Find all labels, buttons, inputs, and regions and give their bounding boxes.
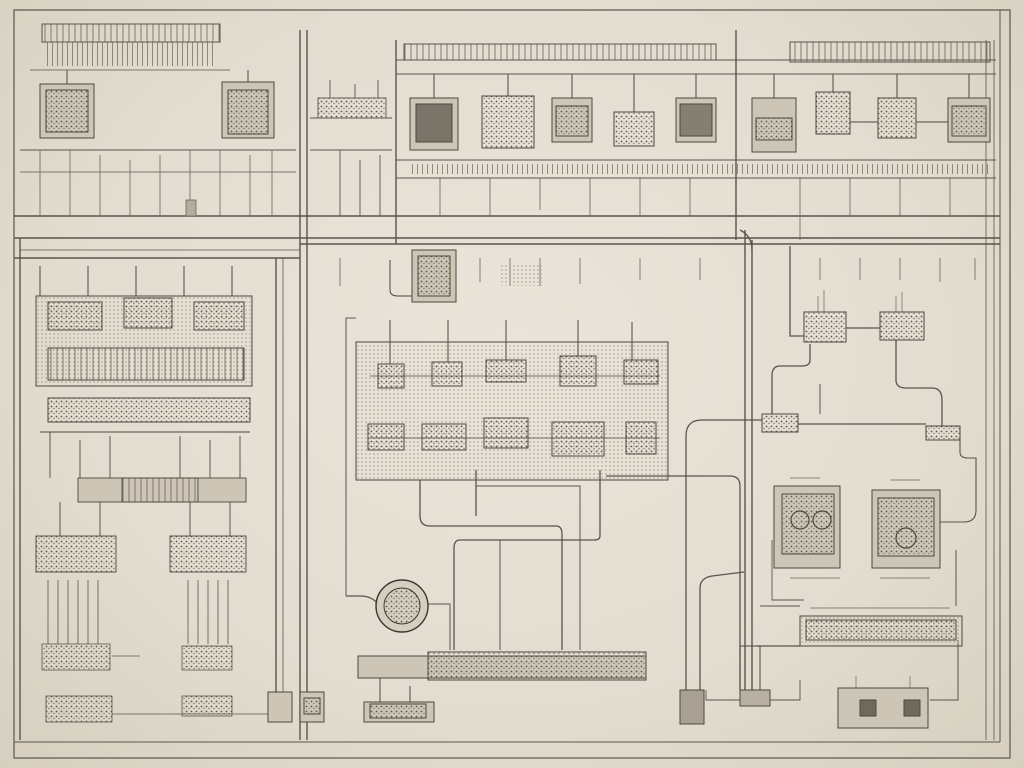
right-tick-marks — [790, 290, 950, 688]
top-bus-bars — [403, 41, 991, 174]
upper-relay — [317, 80, 387, 216]
top-left-terminal-strip — [30, 23, 230, 71]
dial-gauge — [375, 579, 429, 633]
junction-box — [389, 249, 457, 303]
upper-feeders — [439, 178, 951, 240]
left-bottom-columns — [41, 580, 270, 723]
right-modules — [679, 311, 963, 729]
bottom-junction — [267, 691, 325, 723]
top-module-row — [409, 74, 991, 153]
main-bus-lines — [14, 30, 1000, 740]
top-left-feeders — [39, 150, 273, 217]
right-pipes — [685, 229, 977, 701]
sheet-border — [13, 9, 1011, 759]
central-panel — [345, 317, 669, 596]
bottom-terminal-strip — [357, 651, 647, 723]
mid-drops — [339, 258, 976, 286]
left-control-panel — [35, 266, 253, 423]
top-left-modules — [39, 70, 275, 139]
left-middle-rows — [35, 431, 250, 573]
central-pipes — [346, 470, 741, 690]
